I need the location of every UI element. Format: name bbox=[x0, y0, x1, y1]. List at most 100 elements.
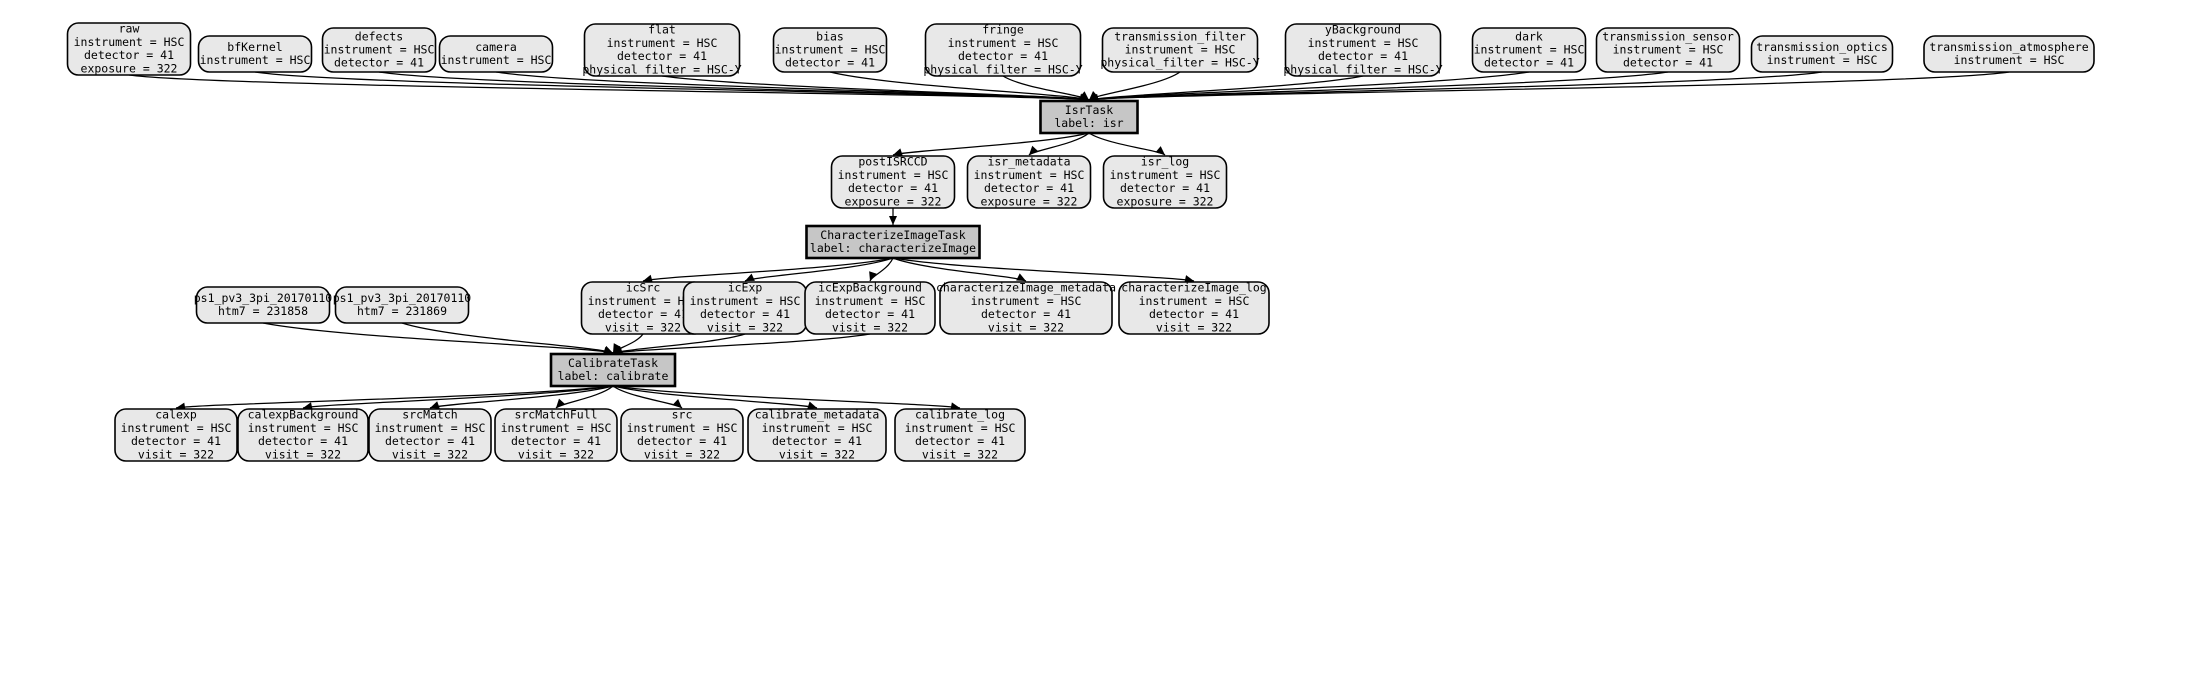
node-title: isr_log bbox=[1141, 155, 1189, 169]
node-dimension-line: visit = 322 bbox=[605, 320, 681, 334]
dataset-node-box[interactable] bbox=[368, 408, 492, 462]
node-dimension-line: detector = 41 bbox=[915, 434, 1005, 448]
edge-CalibrateTask-to-calibrate_log bbox=[612, 385, 961, 409]
node-title: bfKernel bbox=[227, 40, 282, 54]
edge-transmission_atmosphere-to-IsrTask bbox=[1088, 71, 2010, 101]
dataset-node-box[interactable] bbox=[494, 408, 618, 462]
task-node-box[interactable] bbox=[549, 352, 677, 388]
dataset-node-box[interactable] bbox=[583, 23, 741, 77]
dataset-node-box[interactable] bbox=[924, 23, 1082, 77]
node-dimension-line: instrument = HSC bbox=[905, 421, 1016, 435]
node-dimension-line: visit = 322 bbox=[922, 447, 998, 461]
node-title: isr_metadata bbox=[987, 155, 1070, 169]
dataset-node-box[interactable] bbox=[1102, 155, 1228, 209]
node-dimension-line: detector = 41 bbox=[1623, 56, 1713, 70]
dataset-node-box[interactable] bbox=[114, 408, 238, 462]
node-dimension-line: detector = 41 bbox=[1318, 49, 1408, 63]
node-dimension-line: detector = 41 bbox=[1484, 56, 1574, 70]
dataset-node-box[interactable] bbox=[1923, 35, 2095, 73]
node-dimension-line: visit = 322 bbox=[138, 447, 214, 461]
dataset-node-box[interactable] bbox=[237, 408, 369, 462]
dataset-node-box[interactable] bbox=[620, 408, 744, 462]
node-dimension-line: label: isr bbox=[1054, 116, 1123, 130]
node-title: transmission_atmosphere bbox=[1929, 40, 2088, 54]
node-dimension-line: exposure = 322 bbox=[81, 61, 178, 75]
task-node-box[interactable] bbox=[1039, 99, 1139, 135]
node-dimension-line: visit = 322 bbox=[779, 447, 855, 461]
task-node-box[interactable] bbox=[805, 224, 981, 260]
dataset-node-box[interactable] bbox=[438, 35, 554, 73]
node-dimension-line: instrument = HSC bbox=[121, 421, 232, 435]
dataset-node-box[interactable] bbox=[321, 27, 437, 73]
dataset-node-box[interactable] bbox=[1471, 27, 1587, 73]
edge-CalibrateTask-to-calibrate_metadata bbox=[612, 385, 818, 409]
node-title: dark bbox=[1515, 29, 1543, 43]
node-dimension-line: instrument = HSC bbox=[248, 421, 359, 435]
node-dimension-line: detector = 41 bbox=[617, 49, 707, 63]
edge-arrowhead bbox=[1155, 146, 1165, 155]
node-dimension-line: instrument = HSC bbox=[1308, 36, 1419, 50]
dataset-node-box[interactable] bbox=[1118, 281, 1270, 335]
dataset-node-box[interactable] bbox=[1101, 27, 1259, 73]
edge-arrowhead bbox=[556, 398, 565, 408]
dataset-node-box[interactable] bbox=[804, 281, 936, 335]
dataset-node-box[interactable] bbox=[939, 281, 1113, 335]
node-dimension-line: instrument = HSC bbox=[1767, 53, 1878, 67]
dataset-node-box[interactable] bbox=[1284, 23, 1442, 77]
dataset-node-box[interactable] bbox=[1750, 35, 1894, 73]
dataset-node-box[interactable] bbox=[772, 27, 888, 73]
dataset-node-box[interactable] bbox=[1595, 27, 1741, 73]
dataset-node-box[interactable] bbox=[894, 408, 1026, 462]
dataset-node-box[interactable] bbox=[334, 286, 470, 324]
dataset-node-box[interactable] bbox=[66, 22, 192, 76]
node-title: srcMatch bbox=[402, 408, 457, 422]
dataset-node-box[interactable] bbox=[747, 408, 887, 462]
dataset-node-box[interactable] bbox=[197, 35, 313, 73]
node-title: srcMatchFull bbox=[514, 408, 597, 422]
node-title: icSrc bbox=[626, 281, 661, 295]
node-title: characterizeImage_metadata bbox=[936, 281, 1116, 295]
dataset-node-box[interactable] bbox=[830, 155, 956, 209]
node-title: calibrate_log bbox=[915, 408, 1005, 422]
node-dimension-line: instrument = HSC bbox=[948, 36, 1059, 50]
node-dimension-line: detector = 41 bbox=[958, 49, 1048, 63]
node-title: fringe bbox=[982, 23, 1024, 37]
node-dimension-line: detector = 41 bbox=[1149, 307, 1239, 321]
dataset-node-box[interactable] bbox=[195, 286, 331, 324]
dataset-node-box[interactable] bbox=[966, 155, 1092, 209]
